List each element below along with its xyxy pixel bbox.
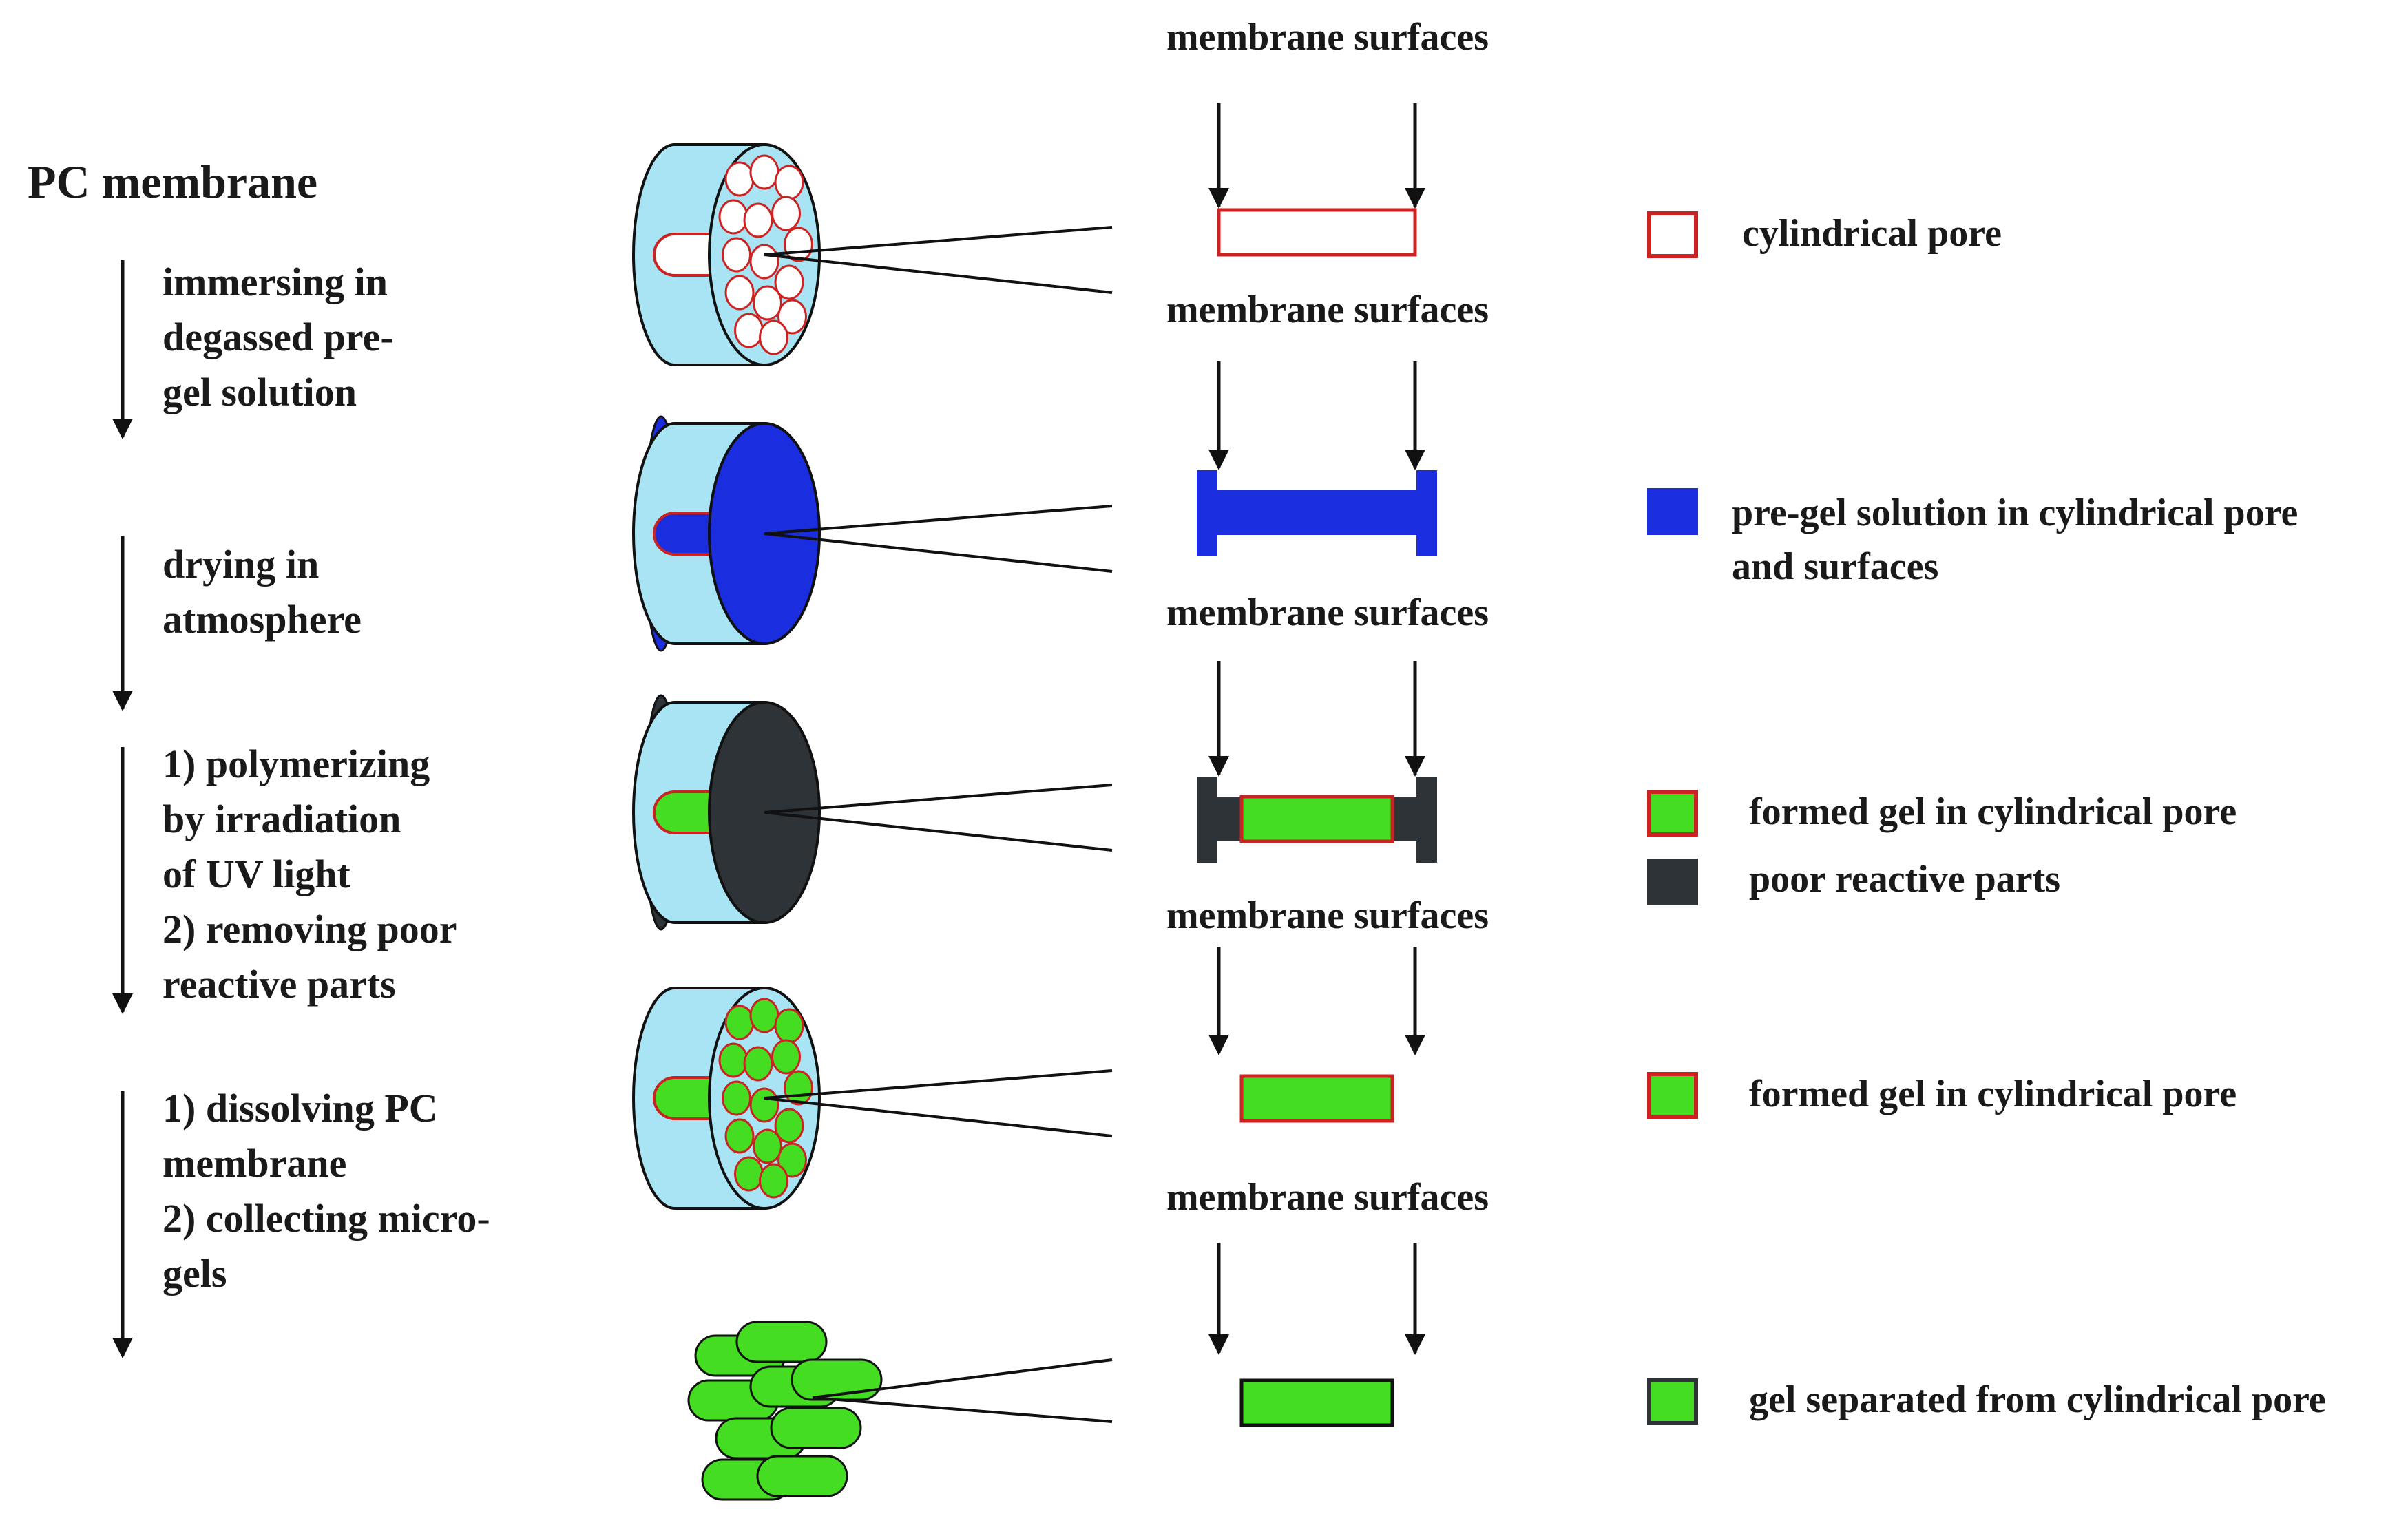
pore-opening-4 (718, 1042, 748, 1078)
pore-opening-13 (777, 1142, 807, 1178)
membrane-cylinder-4 (632, 987, 1113, 1210)
pore-opening-13 (777, 299, 807, 335)
pore-opening-9 (749, 244, 779, 280)
legend-cylindrical-pore: cylindrical pore (1742, 212, 2002, 255)
pore-opening-2 (749, 154, 779, 190)
pore-opening-15 (759, 319, 788, 355)
pore-opening-11 (724, 1118, 755, 1154)
connector-line-lower (764, 253, 1113, 294)
pore-opening-1 (724, 1005, 755, 1040)
pore-opening-3 (774, 1008, 804, 1044)
pore-opening-15 (759, 1163, 788, 1199)
legend-gel-separated: gel separated from cylindrical pore (1749, 1378, 2326, 1421)
pore-opening-5 (743, 202, 773, 238)
poor-part-right (1416, 777, 1437, 863)
legend-swatch-3 (1647, 790, 1698, 837)
legend-swatch-6 (1647, 1378, 1698, 1425)
pore-opening-7 (784, 227, 813, 262)
gel-rod-8 (756, 1455, 848, 1497)
gel-rod-6 (770, 1407, 862, 1449)
membrane-cylinder-2 (632, 415, 1113, 652)
membrane-cylinder-1 (632, 143, 1113, 366)
membrane-surfaces-label-5: membrane surfaces (1166, 1176, 1489, 1219)
formed-gel-bar (1239, 795, 1394, 843)
connector-line-upper (764, 784, 1113, 814)
gel-rod-2 (735, 1321, 828, 1363)
pore-opening-9 (749, 1087, 779, 1123)
pore-opening-1 (724, 161, 755, 197)
membrane-cylinder-3 (632, 694, 1113, 931)
pore-opening-3 (774, 165, 804, 200)
connector-line-upper (812, 1358, 1113, 1399)
gel-with-poor-parts-bar (1197, 777, 1437, 863)
pore-opening-12 (753, 285, 782, 321)
membrane-surfaces-label-2: membrane surfaces (1166, 288, 1489, 331)
pregel-surface-right (1416, 470, 1437, 556)
step-1-text: immersing in degassed pre- gel solution (163, 260, 394, 414)
membrane-surfaces-label-4: membrane surfaces (1166, 894, 1489, 937)
pore-opening-8 (722, 237, 751, 273)
legend-pre-gel-solution: pre-gel solution in cylindrical pore and… (1732, 492, 2299, 588)
legend-poor-reactive-parts: poor reactive parts (1749, 858, 2061, 901)
connector-line-lower (764, 811, 1113, 852)
step-4-text: 1) dissolving PC membrane 2) collecting … (163, 1086, 490, 1296)
legend-formed-gel-2: formed gel in cylindrical pore (1749, 1073, 2237, 1115)
legend-swatch-1 (1647, 211, 1698, 258)
pore-opening-12 (753, 1128, 782, 1164)
separated-gel-bar (1239, 1378, 1394, 1427)
pore-opening-10 (774, 264, 804, 300)
connector-line-upper (764, 505, 1113, 535)
legend-swatch-2 (1647, 488, 1698, 535)
pore-opening-14 (734, 1156, 764, 1192)
empty-pore-bar (1217, 208, 1417, 257)
membrane-surfaces-label-3: membrane surfaces (1166, 591, 1489, 634)
pregel-in-pore (1217, 490, 1416, 535)
pore-opening-2 (749, 998, 779, 1033)
poor-part-inner-right (1392, 797, 1416, 841)
step-2-text: drying in atmosphere (163, 542, 362, 642)
poor-part-inner-left (1217, 797, 1242, 841)
membrane-surfaces-label-1: membrane surfaces (1166, 16, 1489, 59)
pregel-surface-left (1197, 470, 1217, 556)
connector-line-upper (764, 1069, 1113, 1100)
connector-line-lower (764, 532, 1113, 573)
pore-opening-11 (724, 275, 755, 311)
pore-opening-6 (771, 196, 801, 231)
diagram-title: PC membrane (28, 156, 318, 208)
step-3-text: 1) polymerizing by irradiation of UV lig… (163, 742, 457, 1007)
pore-opening-14 (734, 313, 764, 348)
gel-rod-pile (687, 1321, 1113, 1501)
connector-line-lower (812, 1396, 1113, 1423)
pregel-pore-bar (1197, 470, 1437, 556)
connector-line-upper (764, 226, 1113, 256)
pore-opening-6 (771, 1039, 801, 1075)
pore-opening-10 (774, 1108, 804, 1144)
pore-opening-7 (784, 1070, 813, 1106)
legend-swatch-4 (1647, 859, 1698, 905)
pore-opening-8 (722, 1080, 751, 1116)
poor-part-left (1197, 777, 1217, 863)
connector-line-lower (764, 1097, 1113, 1137)
legend-swatch-5 (1647, 1072, 1698, 1119)
legend-formed-gel-1: formed gel in cylindrical pore (1749, 790, 2237, 833)
pore-opening-5 (743, 1046, 773, 1082)
formed-gel-bar-2 (1239, 1074, 1394, 1123)
pore-opening-4 (718, 199, 748, 235)
